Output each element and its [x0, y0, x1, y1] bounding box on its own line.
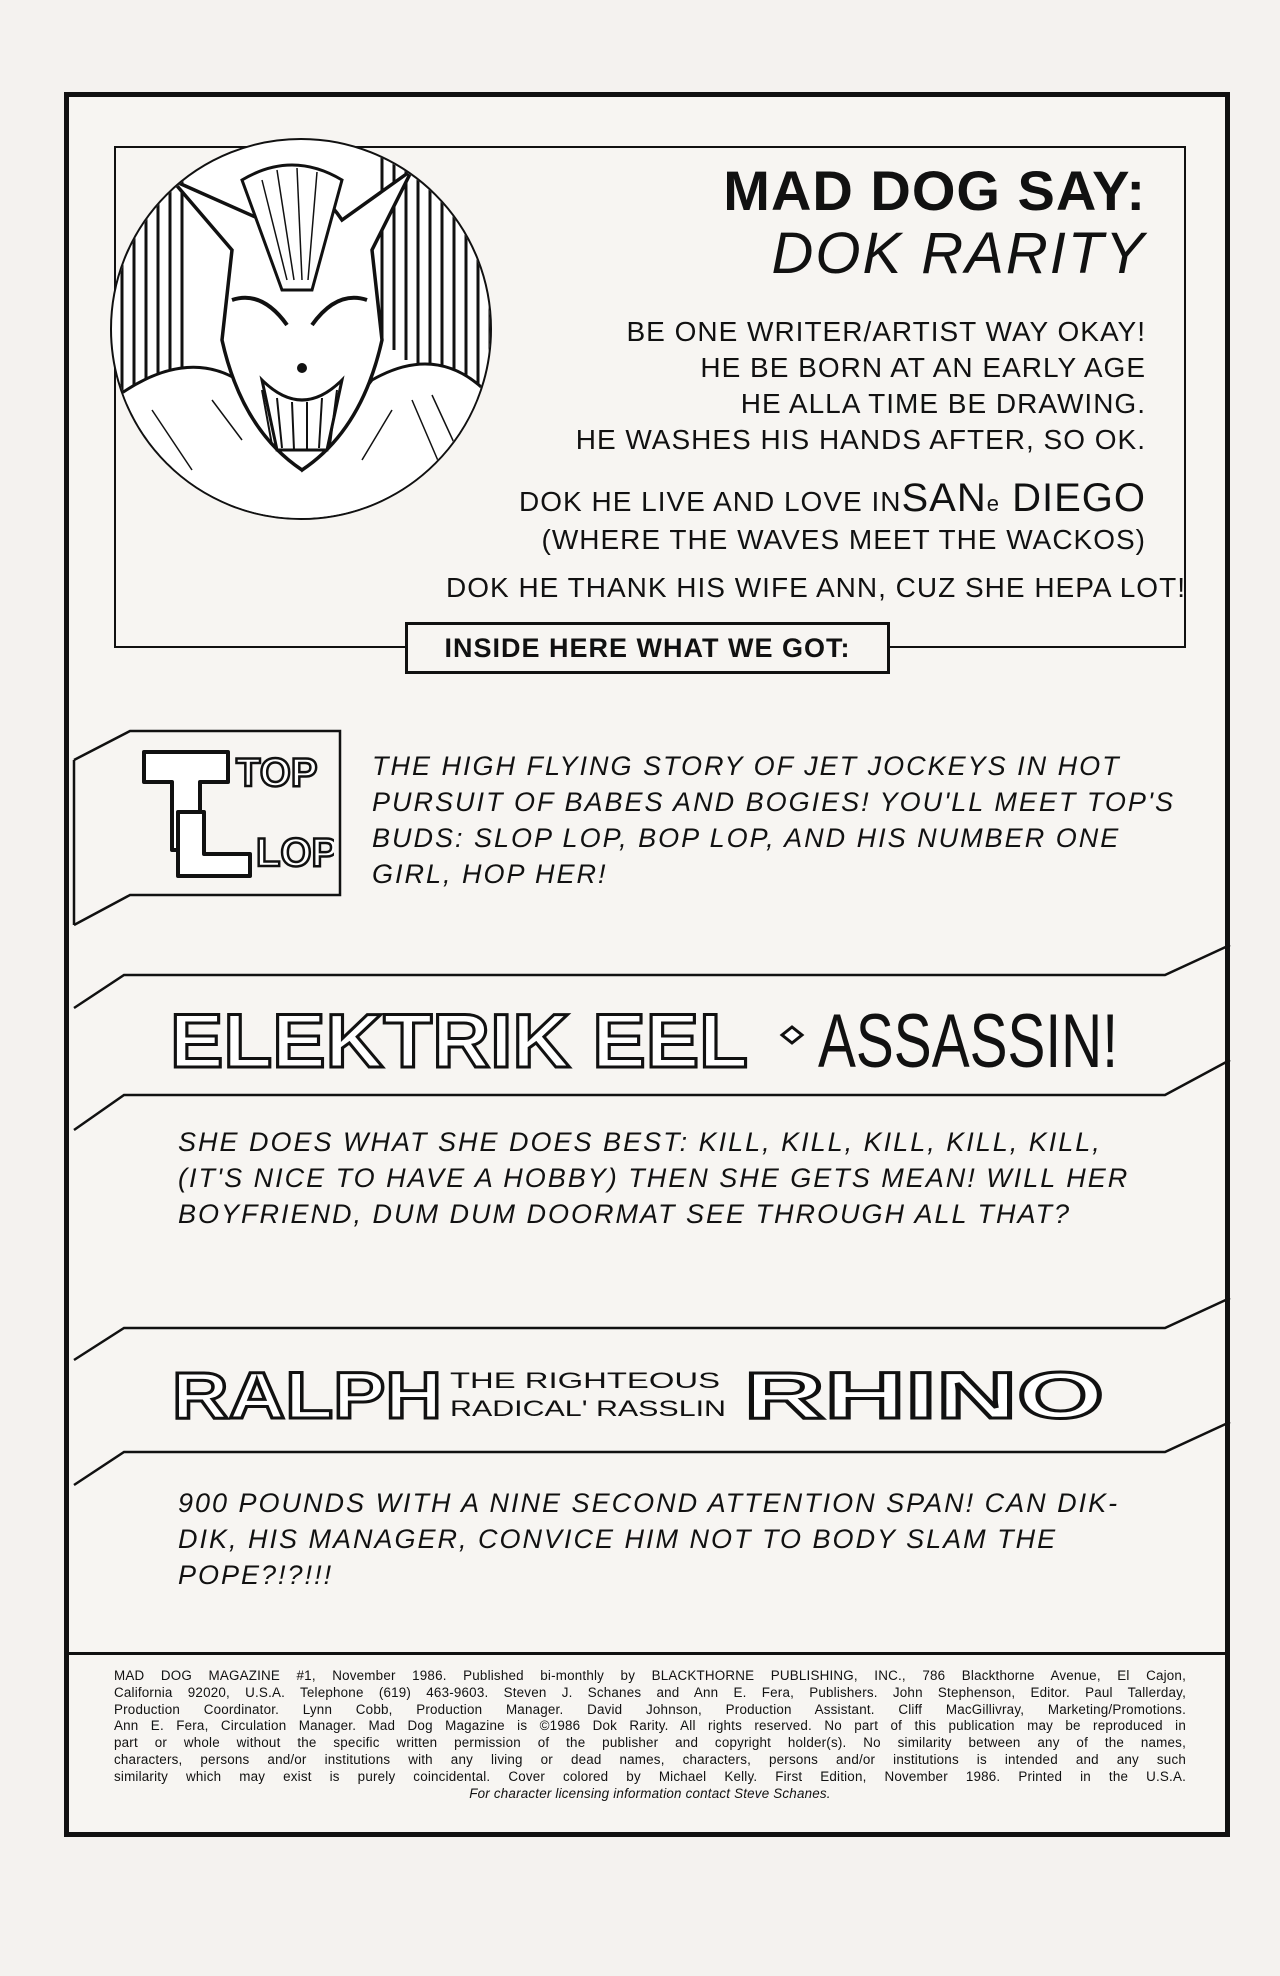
inside-label-rule-right	[888, 646, 1186, 648]
header-text: MAD DOG SAY: DOK RARITY BE ONE WRITER/AR…	[446, 159, 1186, 606]
top-lop-description: THE HIGH FLYING STORY OF JET JOCKEYS IN …	[372, 748, 1175, 892]
description-line: POPE?!?!!!	[178, 1560, 334, 1590]
bio-line: BE ONE WRITER/ARTIST WAY OKAY!	[626, 316, 1146, 347]
top-lop-logo: TOP LOP	[142, 750, 334, 878]
description-line: THE HIGH FLYING STORY OF JET JOCKEYS IN …	[372, 751, 1121, 781]
elektrik-eel-assassin-logo: ELEKTRIK EEL ASSASSIN!	[170, 998, 1118, 1086]
inside-label-rule-left	[114, 646, 406, 648]
indicia-line: Production Coordinator. Lynn Cobb, Produ…	[114, 1701, 1186, 1717]
ralph-rhino-description: 900 POUNDS WITH A NINE SECOND ATTENTION …	[178, 1485, 1119, 1593]
diamond-separator-icon	[779, 1025, 805, 1045]
description-line: PURSUIT OF BABES AND BOGIES! YOU'LL MEET…	[372, 787, 1176, 817]
indicia-line: similarity which may exist is purely coi…	[114, 1768, 1186, 1784]
ralph-rhino-logo: RALPH THE RIGHTEOUS RADICAL' RASSLIN RHI…	[172, 1357, 1106, 1434]
description-line: BOYFRIEND, DUM DUM DOORMAT SEE THROUGH A…	[178, 1199, 1072, 1229]
inside-label: INSIDE HERE WHAT WE GOT:	[405, 622, 890, 674]
bio-line: HE BE BORN AT AN EARLY AGE	[700, 352, 1146, 383]
indicia-line: California 92020, U.S.A. Telephone (619)…	[114, 1684, 1186, 1700]
ralph-logo-subtitle-1: THE RIGHTEOUS	[450, 1368, 720, 1393]
location-san: SAN	[901, 476, 987, 520]
description-line: DIK, HIS MANAGER, CONVICE HIM NOT TO BOD…	[178, 1524, 1058, 1554]
location-prefix: DOK HE LIVE AND LOVE IN	[519, 486, 902, 517]
top-lop-logo-line-2: LOP	[256, 831, 334, 875]
indicia-line: part or whole without the specific writt…	[114, 1735, 1186, 1751]
elektrik-eel-logo-text: ELEKTRIK EEL	[170, 999, 748, 1084]
description-line: (IT'S NICE TO HAVE A HOBBY) THEN SHE GET…	[178, 1163, 1130, 1193]
indicia-line: MAD DOG MAGAZINE #1, November 1986. Publ…	[114, 1668, 1186, 1683]
location-line: DOK HE LIVE AND LOVE INSANe DIEGO	[446, 478, 1146, 522]
publication-indicia: MAD DOG MAGAZINE #1, November 1986. Publ…	[114, 1668, 1186, 1802]
indicia-line: characters, persons and/or institutions …	[114, 1751, 1186, 1767]
bio-line: HE ALLA TIME BE DRAWING.	[740, 388, 1146, 419]
rhino-logo-text: RHINO	[744, 1358, 1104, 1432]
bio: BE ONE WRITER/ARTIST WAY OKAY! HE BE BOR…	[446, 314, 1146, 458]
description-line: SHE DOES WHAT SHE DOES BEST: KILL, KILL,…	[178, 1127, 1102, 1157]
ralph-logo-subtitle-2: RADICAL' RASSLIN	[450, 1396, 726, 1421]
bio-line: HE WASHES HIS HANDS AFTER, SO OK.	[575, 424, 1146, 455]
ralph-logo-text: RALPH	[172, 1358, 442, 1432]
location-e: e	[986, 491, 1000, 516]
description-line: GIRL, HOP HER!	[372, 859, 608, 889]
header-title: MAD DOG SAY:	[723, 159, 1146, 222]
licensing-line: For character licensing information cont…	[469, 1785, 831, 1801]
top-lop-logo-line-1: TOP	[236, 751, 318, 795]
thanks-line: DOK HE THANK HIS WIFE ANN, CUZ SHE HEPA …	[446, 572, 1186, 603]
description-line: 900 POUNDS WITH A NINE SECOND ATTENTION …	[178, 1488, 1120, 1518]
location-note: (WHERE THE WAVES MEET THE WACKOS)	[541, 524, 1146, 555]
elektrik-eel-description: SHE DOES WHAT SHE DOES BEST: KILL, KILL,…	[178, 1124, 1129, 1232]
assassin-logo-text: ASSASSIN!	[818, 999, 1118, 1084]
location-city: DIEGO	[999, 476, 1146, 520]
footer-divider	[64, 1652, 1230, 1655]
description-line: BUDS: SLOP LOP, BOP LOP, AND HIS NUMBER …	[372, 823, 1121, 853]
header-subtitle: DOK RARITY	[771, 221, 1146, 286]
indicia-line: Ann E. Fera, Circulation Manager. Mad Do…	[114, 1718, 1186, 1734]
